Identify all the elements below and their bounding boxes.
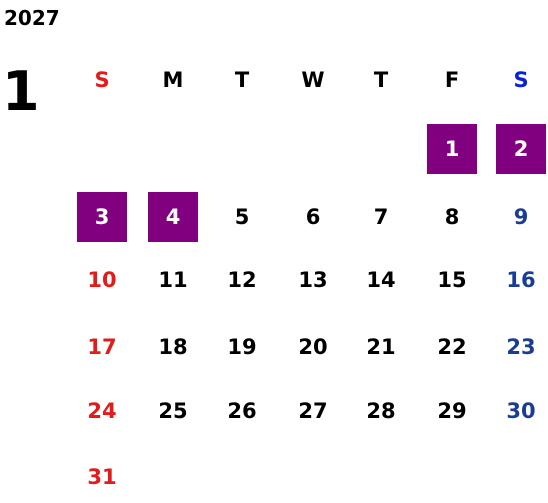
day-cell-18[interactable]: 18 <box>158 335 188 359</box>
day-cell-1[interactable]: 1 <box>427 124 477 174</box>
weekday-header-tue: T <box>234 68 250 92</box>
weekday-header-sun: S <box>94 68 110 92</box>
day-cell-9[interactable]: 9 <box>513 205 529 229</box>
weekday-header-fri: F <box>444 68 460 92</box>
year-label: 2027 <box>4 6 60 30</box>
day-cell-26[interactable]: 26 <box>227 399 257 423</box>
day-cell-30[interactable]: 30 <box>506 399 536 423</box>
day-cell-10[interactable]: 10 <box>87 268 117 292</box>
weekday-header-mon: M <box>162 68 184 92</box>
weekday-header-wed: W <box>301 68 325 92</box>
day-cell-29[interactable]: 29 <box>437 399 467 423</box>
day-cell-27[interactable]: 27 <box>298 399 328 423</box>
day-cell-25[interactable]: 25 <box>158 399 188 423</box>
day-cell-6[interactable]: 6 <box>305 205 321 229</box>
day-cell-8[interactable]: 8 <box>444 205 460 229</box>
day-cell-31[interactable]: 31 <box>87 465 117 489</box>
day-cell-5[interactable]: 5 <box>234 205 250 229</box>
weekday-header-sat: S <box>513 68 529 92</box>
day-cell-14[interactable]: 14 <box>366 268 396 292</box>
day-cell-7[interactable]: 7 <box>373 205 389 229</box>
weekday-header-thu: T <box>373 68 389 92</box>
month-label: 1 <box>2 60 40 123</box>
day-cell-19[interactable]: 19 <box>227 335 257 359</box>
day-cell-20[interactable]: 20 <box>298 335 328 359</box>
day-cell-17[interactable]: 17 <box>87 335 117 359</box>
day-cell-28[interactable]: 28 <box>366 399 396 423</box>
day-cell-3[interactable]: 3 <box>77 192 127 242</box>
day-cell-16[interactable]: 16 <box>506 268 536 292</box>
day-cell-4[interactable]: 4 <box>148 192 198 242</box>
day-cell-24[interactable]: 24 <box>87 399 117 423</box>
day-cell-13[interactable]: 13 <box>298 268 328 292</box>
day-cell-12[interactable]: 12 <box>227 268 257 292</box>
day-cell-15[interactable]: 15 <box>437 268 467 292</box>
day-cell-23[interactable]: 23 <box>506 335 536 359</box>
day-cell-21[interactable]: 21 <box>366 335 396 359</box>
day-cell-11[interactable]: 11 <box>158 268 188 292</box>
day-cell-2[interactable]: 2 <box>496 124 546 174</box>
day-cell-22[interactable]: 22 <box>437 335 467 359</box>
